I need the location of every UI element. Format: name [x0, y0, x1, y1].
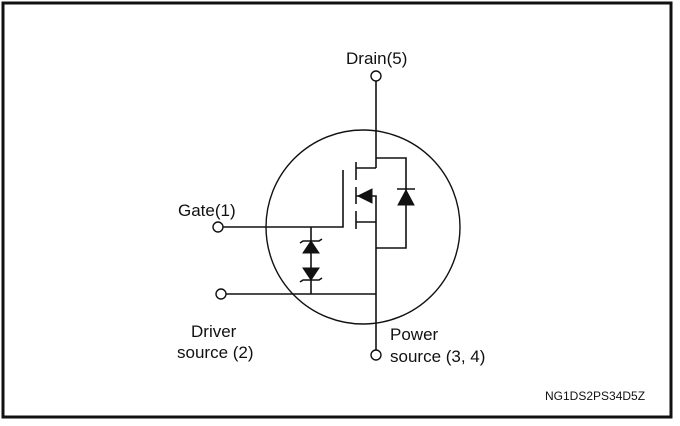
drain-terminal	[370, 70, 382, 82]
zener-upper-bar	[299, 238, 323, 244]
gate-lead	[223, 170, 344, 228]
power-source-terminal	[370, 349, 382, 361]
driver-source-label-line1: Driver	[191, 322, 237, 341]
zener-lower-bar	[299, 277, 323, 283]
zener-lower-triangle	[302, 267, 320, 281]
drain-label: Drain(5)	[346, 49, 407, 68]
power-source-label-line2: source (3, 4)	[390, 347, 485, 366]
power-source-label-line1: Power	[390, 325, 439, 344]
zener-upper-triangle	[302, 240, 320, 254]
reference-code: NG1DS2PS34D5Z	[545, 389, 645, 403]
driver-source-terminal	[215, 288, 227, 300]
body-diode-triangle	[397, 188, 415, 206]
driver-source-label-line2: source (2)	[177, 343, 254, 362]
diagram-frame	[1, 1, 673, 419]
gate-terminal	[212, 221, 224, 233]
gate-label: Gate(1)	[178, 201, 236, 220]
body-arrow	[356, 188, 373, 204]
